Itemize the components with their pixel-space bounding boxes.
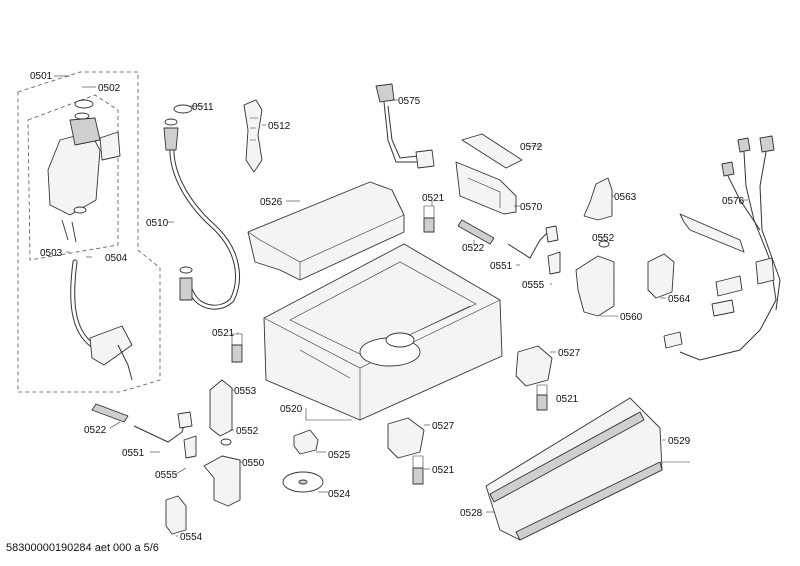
label-0550: 0550 [242,458,265,469]
label-0527-right: 0527 [558,348,581,359]
brackets-right [575,177,615,317]
label-0570: 0570 [520,202,543,213]
label-0551-right: 0551 [490,261,513,272]
label-0521-top: 0521 [422,193,445,204]
label-0555-right: 0555 [522,280,545,291]
label-0563: 0563 [614,192,637,203]
label-0564: 0564 [668,294,691,305]
label-0552-right: 0552 [592,233,615,244]
label-0575: 0575 [398,96,421,107]
label-0555-left: 0555 [155,470,178,481]
drain-hose [163,104,240,310]
label-0553: 0553 [234,386,257,397]
small-parts [282,429,324,493]
label-0501: 0501 [30,71,53,82]
label-0527-left: 0527 [432,421,455,432]
label-0502: 0502 [98,83,121,94]
hose-holder-0512 [243,99,263,173]
label-0504: 0504 [105,253,128,264]
label-0554: 0554 [180,532,203,543]
leader-lines [54,75,748,537]
label-0521-bottom: 0521 [432,465,455,476]
label-0525: 0525 [328,450,351,461]
label-0521-right: 0521 [556,394,579,405]
dosing-parts [455,133,523,215]
label-0576: 0576 [722,196,745,207]
wiring-harness-0576 [663,135,781,361]
label-0520: 0520 [280,404,303,415]
terminal-block-0564 [647,253,675,299]
label-0511: 0511 [192,102,214,113]
cover-0526 [247,181,405,281]
inlet-valve-group [17,71,161,393]
label-0572: 0572 [520,142,543,153]
feet-0527 [387,345,553,459]
label-0560: 0560 [620,312,643,323]
label-0524: 0524 [328,489,351,500]
plinth-0528-0529 [485,397,663,541]
label-0503: 0503 [40,248,63,259]
label-0528: 0528 [460,508,483,519]
label-0551-left: 0551 [122,448,145,459]
part-labels: 0501 0502 0503 0504 0510 0511 0512 0520 … [30,71,745,543]
label-0526: 0526 [260,197,283,208]
sensor-set-right [457,219,561,275]
label-0510: 0510 [146,218,169,229]
label-0529: 0529 [668,436,691,447]
drawing-code: 58300000190284 aet 000 a 5/6 [6,542,159,554]
base-tub-0520 [263,243,503,421]
label-0521-left: 0521 [212,328,235,339]
label-0522-right: 0522 [462,243,485,254]
screws [231,205,548,485]
sensor-set-left [91,403,197,459]
label-0512: 0512 [268,121,291,132]
power-cable-0575 [375,83,435,169]
label-0522-left: 0522 [84,425,107,436]
brackets-left [165,379,241,535]
label-0552-left: 0552 [236,426,259,437]
